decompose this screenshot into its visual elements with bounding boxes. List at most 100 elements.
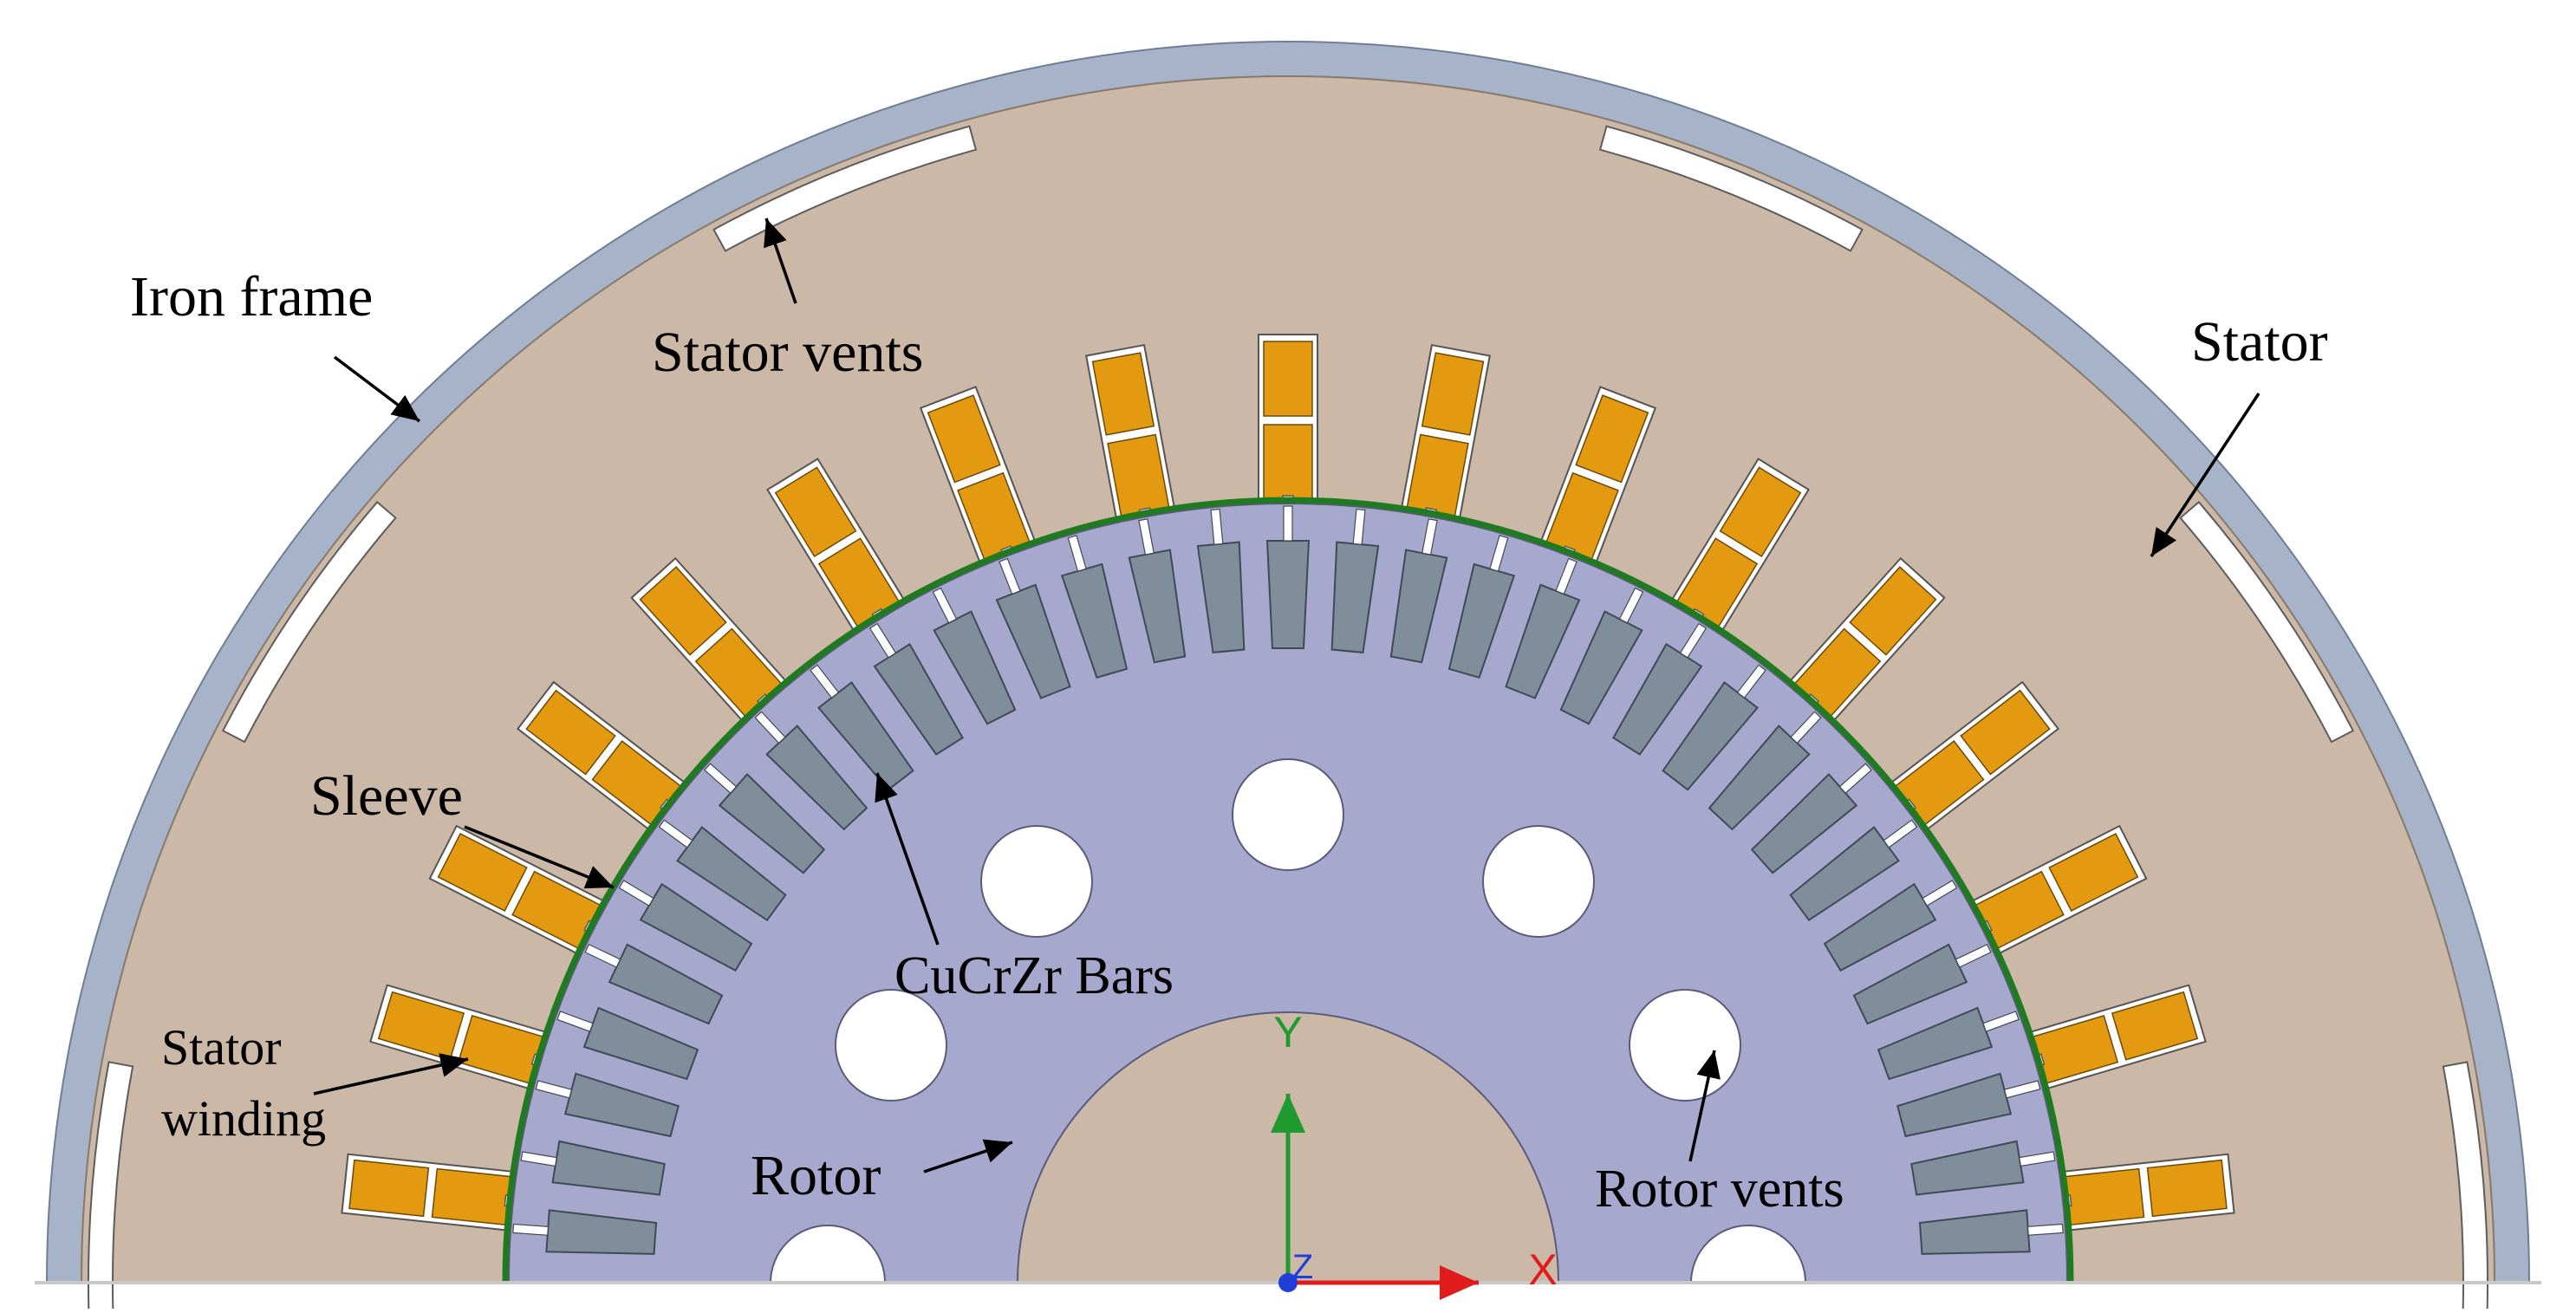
rotor-bar-body xyxy=(1265,540,1311,649)
stator-winding-coil xyxy=(437,833,528,912)
rotor-bar-body xyxy=(676,826,787,922)
rotor-bar-slit xyxy=(2003,1080,2041,1099)
stator-slot xyxy=(1879,680,2060,839)
stator-winding-coil xyxy=(348,1159,430,1218)
stator-slot xyxy=(2049,1153,2235,1233)
rotor-bar xyxy=(1789,819,1918,922)
stator-winding-label-line1: Stator xyxy=(161,1019,282,1076)
rotor-arrow xyxy=(923,1139,1013,1173)
rotor-bar-slit xyxy=(535,1080,573,1099)
stator-winding-coil xyxy=(431,1167,512,1226)
rotor-bar xyxy=(1505,557,1581,699)
rotor-vent xyxy=(1689,1225,1807,1284)
rotor-bar-body xyxy=(1389,549,1448,664)
rotor-bar-body xyxy=(1128,549,1187,664)
stator-winding-coil xyxy=(2146,1159,2228,1218)
rotor-bar-slit xyxy=(1955,943,1992,968)
rotor-bar-body xyxy=(718,773,826,874)
stator-winding-coil xyxy=(639,566,727,656)
rotor-bar xyxy=(1662,664,1766,791)
rotor-vent xyxy=(980,825,1093,938)
rotor-bar xyxy=(584,943,724,1025)
z-axis-origin xyxy=(1278,1273,1298,1292)
rotor-bar-body xyxy=(582,1006,699,1081)
stator-slot xyxy=(1258,334,1318,516)
rotor-bar-slit xyxy=(810,664,840,699)
rotor-bar-body xyxy=(1330,541,1380,653)
stator-winding-coil xyxy=(927,394,1001,484)
rotor-bar-body xyxy=(1662,680,1760,791)
rotor-bar-slit xyxy=(1679,622,1708,659)
rotor-bar-slit xyxy=(1138,518,1155,556)
rotor-bar-slit xyxy=(618,880,654,907)
cucrzr-bars-arrow xyxy=(875,772,940,946)
stator-slot xyxy=(516,680,697,839)
rotor-bar-body xyxy=(1750,773,1858,874)
stator-winding-coil xyxy=(2048,833,2139,912)
rotor-bar-slit xyxy=(1883,819,1918,848)
rotor-bar xyxy=(618,880,753,972)
stator-winding-coil xyxy=(525,689,616,776)
rotor-bar-body xyxy=(1877,1006,1994,1081)
rotor-bar-slit xyxy=(1283,505,1293,542)
rotor-vent xyxy=(1482,825,1595,938)
rotor-bar xyxy=(1852,943,1992,1025)
rotor-bar xyxy=(658,819,787,922)
rotor-bar-body xyxy=(1823,882,1937,972)
rotor-bar-slit xyxy=(556,1011,594,1032)
rotor-vent xyxy=(835,989,947,1102)
rotor-bar-body xyxy=(873,642,964,756)
rotor-bar-body xyxy=(1196,541,1246,653)
rotor-bar-body xyxy=(1852,943,1968,1025)
rotor-bar-slit xyxy=(2019,1151,2056,1167)
stator-winding-coil xyxy=(2064,1167,2145,1226)
stator-winding-coil xyxy=(1719,466,1802,558)
rotor-bar xyxy=(1896,1072,2041,1138)
stator-winding-coil xyxy=(1091,352,1155,436)
rotor-bar-slit xyxy=(1489,535,1509,572)
rotor-bar-slit xyxy=(1982,1011,2020,1032)
stator-winding-arrow xyxy=(313,1053,469,1095)
stator-vent xyxy=(1598,125,1864,252)
rotor-bar-body xyxy=(545,1209,658,1255)
rotor-bar xyxy=(1265,505,1311,649)
stator-winding-coil xyxy=(2111,991,2199,1061)
rotor-bar xyxy=(556,1006,699,1081)
stator-vent xyxy=(2442,1061,2488,1313)
stator-winding-coil xyxy=(774,466,857,558)
sleeve xyxy=(502,497,2074,1284)
rotor-bar xyxy=(1060,535,1129,679)
stator-winding-coil xyxy=(1575,394,1649,484)
rotor-bar xyxy=(1877,1006,2020,1081)
rotor-bar-slit xyxy=(754,711,786,744)
rotor-bar xyxy=(1330,508,1380,653)
iron-frame-arrow xyxy=(333,355,421,423)
sleeve-arrow xyxy=(464,825,615,889)
rotor-vent xyxy=(769,1225,887,1284)
stator-vent xyxy=(88,1061,134,1313)
stator-winding-coil xyxy=(1960,689,2051,776)
rotor-bar-body xyxy=(1789,826,1900,922)
rotor-bar-slit xyxy=(1736,664,1766,699)
rotor-bar-body xyxy=(1447,562,1516,679)
stator-winding-coil xyxy=(1263,341,1313,417)
x-axis-label: X xyxy=(1528,1245,1557,1294)
rotor-bar xyxy=(1389,518,1448,664)
rotor-bar-slit xyxy=(1618,587,1644,624)
rotor-bar-body xyxy=(551,1140,666,1196)
rotor-bar xyxy=(1128,518,1187,664)
rotor-bar-body xyxy=(816,680,914,791)
cucrzr-bars-label: CuCrZr Bars xyxy=(894,946,1174,1005)
stator-winding-coil xyxy=(1849,566,1937,656)
rotor-bar xyxy=(1750,763,1872,874)
rotor-bar xyxy=(512,1209,658,1255)
rotor-bar xyxy=(868,622,964,756)
rotor-vents-label: Rotor vents xyxy=(1595,1160,1844,1219)
rotor-bar-body xyxy=(1612,642,1703,756)
stator-slots-group xyxy=(341,334,2235,1233)
y-axis-label: Y xyxy=(1273,1008,1302,1056)
stator-arrow xyxy=(2150,393,2261,557)
rotor-bar-body xyxy=(639,882,753,972)
rotor-bar xyxy=(1918,1209,2064,1255)
